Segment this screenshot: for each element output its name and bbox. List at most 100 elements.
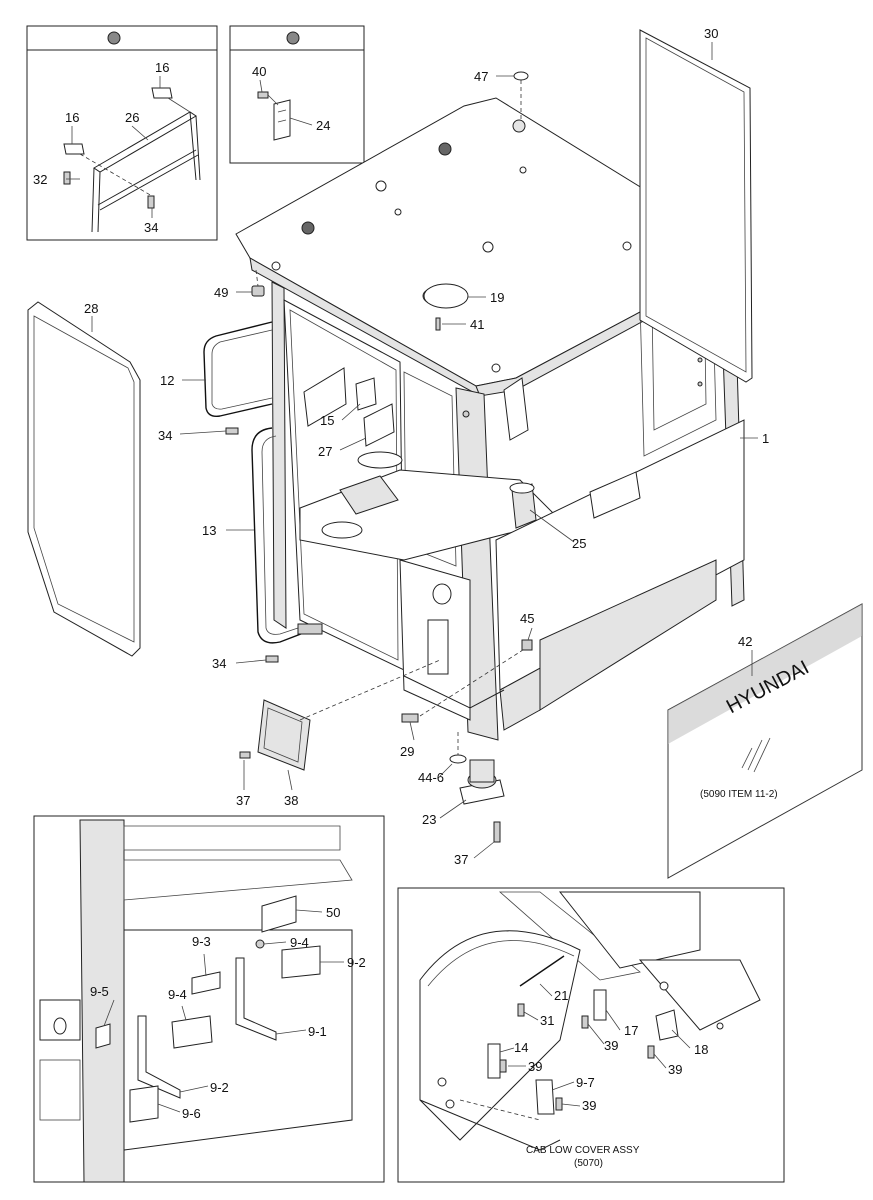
bracket-9-6 (95, 1023, 111, 1049)
callout-34: 32 (33, 172, 47, 187)
grab-handle-upper (203, 321, 273, 418)
bolt-icon (647, 1045, 655, 1059)
leader-lines (66, 42, 758, 1113)
screw-icon (435, 317, 441, 331)
inset-top-left (26, 25, 218, 241)
grab-handle-lower (251, 427, 307, 644)
callout-37: 34 (158, 428, 172, 443)
side-glass-panel (27, 301, 141, 657)
callout-32: 30 (704, 26, 718, 41)
bolt-icon (401, 713, 419, 723)
bolt-icon (63, 171, 71, 185)
bracket-9-4 (191, 971, 221, 995)
bracket-9-2-lower (137, 1015, 181, 1099)
callout-1: 1 (762, 431, 769, 446)
callout-39: 39 (604, 1038, 618, 1053)
callout-24: 24 (316, 118, 330, 133)
bracket-9-5 (171, 1015, 213, 1049)
bracket-18 (593, 989, 607, 1021)
callout-9-1: 50 (326, 905, 340, 920)
callout-39: 39 (528, 1059, 542, 1074)
callout-28: 29 (400, 744, 414, 759)
bolt-icon (257, 91, 269, 99)
callout-34: 34 (144, 220, 158, 235)
callout-47: 45 (520, 611, 534, 626)
callout-9-5: 9-4 (168, 987, 187, 1002)
callout-40: 37 (236, 793, 250, 808)
bracket-21 (655, 1009, 679, 1041)
callout-39: 31 (540, 1013, 554, 1028)
callout-16: 16 (155, 60, 169, 75)
rear-glass-panel (639, 29, 753, 383)
callout-39: 39 (668, 1062, 682, 1077)
callout-31: 21 (554, 988, 568, 1003)
inset-bottom-left (33, 815, 385, 1183)
bushing-icon (251, 285, 265, 297)
clip-icon (273, 99, 291, 141)
bolt-icon (147, 195, 155, 209)
bolt-icon (225, 427, 239, 435)
washer-icon (449, 754, 467, 764)
marker-dot-icon (107, 31, 121, 45)
cover-plate (423, 283, 469, 309)
low-cover-caption: CAB LOW COVER ASSY (526, 1145, 640, 1156)
support-rod (519, 955, 565, 987)
bolt-icon (581, 1015, 589, 1029)
callout-39: 39 (582, 1098, 596, 1113)
callout-50: 49 (214, 285, 228, 300)
glass-reference-text: (5090 ITEM 11-2) (700, 789, 778, 800)
callout-14: 9-7 (576, 1075, 595, 1090)
callout-37: 34 (212, 656, 226, 671)
low-cover-shell (419, 930, 581, 1141)
callout-45: 44-6 (418, 770, 444, 785)
callout-9-2: 9-2 (210, 1080, 229, 1095)
air-filter (257, 699, 311, 771)
callout-9-7: 9-6 (182, 1106, 201, 1121)
nut-icon (521, 639, 533, 651)
callout-17: 14 (514, 1040, 528, 1055)
low-cover-caption-ref: (5070) (574, 1158, 603, 1169)
bolt-icon (555, 1097, 563, 1111)
mirror-27 (363, 403, 395, 447)
bracket-9-3 (281, 945, 321, 979)
inset-top-center (229, 25, 365, 164)
washer-icon (513, 71, 529, 81)
callout-19: 19 (490, 290, 504, 305)
callout-23: 23 (422, 812, 436, 827)
callout-13: 13 (202, 523, 216, 538)
callout-15: 15 (320, 413, 334, 428)
callout-41: 40 (252, 64, 266, 79)
callout-27: 27 (318, 444, 332, 459)
callout-42: 41 (470, 317, 484, 332)
bolt-icon (265, 655, 279, 663)
callout-9-2: 9-1 (308, 1024, 327, 1039)
mirror-bracket (355, 377, 377, 411)
marker-dot-icon (286, 31, 300, 45)
bracket-14 (535, 1079, 555, 1115)
bracket-icon (63, 143, 85, 155)
bracket-9-2 (235, 957, 277, 1041)
bolt-icon (499, 1059, 507, 1073)
bracket-17 (487, 1043, 501, 1079)
callout-9-4: 9-3 (192, 934, 211, 949)
bracket-9-7 (129, 1085, 159, 1123)
callout-30: 26 (125, 110, 139, 125)
callout-38: 37 (454, 852, 468, 867)
inset-bottom-right (397, 887, 785, 1183)
callout-34: 9-4 (290, 935, 309, 950)
callout-29: 28 (84, 301, 98, 316)
callout-labels: 16 16 26 32 34 40 24 47 30 28 49 19 41 1… (33, 26, 769, 1121)
bracket-icon (151, 87, 173, 99)
interior-mirror (303, 367, 347, 427)
callout-18: 17 (624, 1023, 638, 1038)
callout-21: 18 (694, 1042, 708, 1057)
callout-49: 47 (474, 69, 488, 84)
bolt-icon (493, 821, 501, 843)
cab-main (235, 97, 745, 741)
callout-9-6: 9-5 (90, 984, 109, 999)
callout-26: 25 (572, 536, 586, 551)
callout-25: 38 (284, 793, 298, 808)
callout-44-6: 42 (738, 634, 752, 649)
callout-16: 16 (65, 110, 79, 125)
